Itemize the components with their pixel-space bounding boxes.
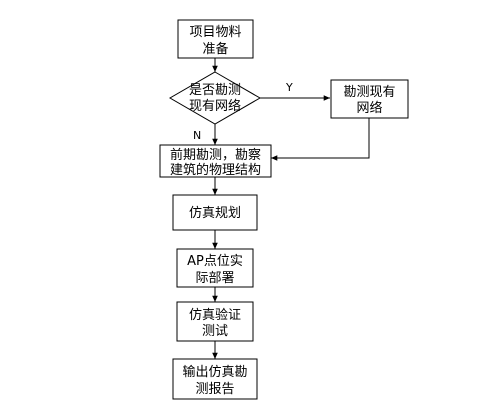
node-sim-plan-line1: 仿真规划 [189,206,241,221]
node-survey-existing-line1: 勘测现有 [343,85,395,100]
edges [212,58,370,359]
edge-survey-existing-to-pre-survey [271,118,370,161]
node-prep-line2: 准备 [202,41,228,57]
node-ap-deploy-line2: 际部署 [195,271,234,286]
node-decision-line2: 现有网络 [189,98,241,114]
node-sim-plan: 仿真规划 [172,194,258,231]
node-survey-existing-line2: 网络 [356,100,382,116]
node-survey-existing: 勘测现有 网络 [330,79,409,119]
node-pre-survey: 前期勘测，勘察 建筑的物理结构 [159,144,272,178]
node-ap-deploy-line1: AP点位实 [187,254,243,269]
node-report-line1: 输出仿真勘 [182,364,247,380]
node-report-line2: 测报告 [195,382,234,397]
node-decision: 是否勘测 现有网络 [169,71,261,125]
node-sim-verify-line2: 测试 [202,324,228,339]
node-pre-survey-line1: 前期勘测，勘察 [170,147,261,163]
edge-label-no: N [193,129,201,142]
node-decision-line1: 是否勘测 [189,83,241,98]
node-pre-survey-line2: 建筑的物理结构 [170,162,261,178]
node-ap-deploy: AP点位实 际部署 [176,248,254,288]
edge-label-yes: Y [285,81,293,94]
node-sim-verify: 仿真验证 测试 [176,301,254,342]
node-sim-verify-line1: 仿真验证 [189,307,241,323]
node-prep: 项目物料 准备 [177,19,254,59]
node-report: 输出仿真勘 测报告 [172,358,258,400]
node-prep-line1: 项目物料 [189,25,241,40]
